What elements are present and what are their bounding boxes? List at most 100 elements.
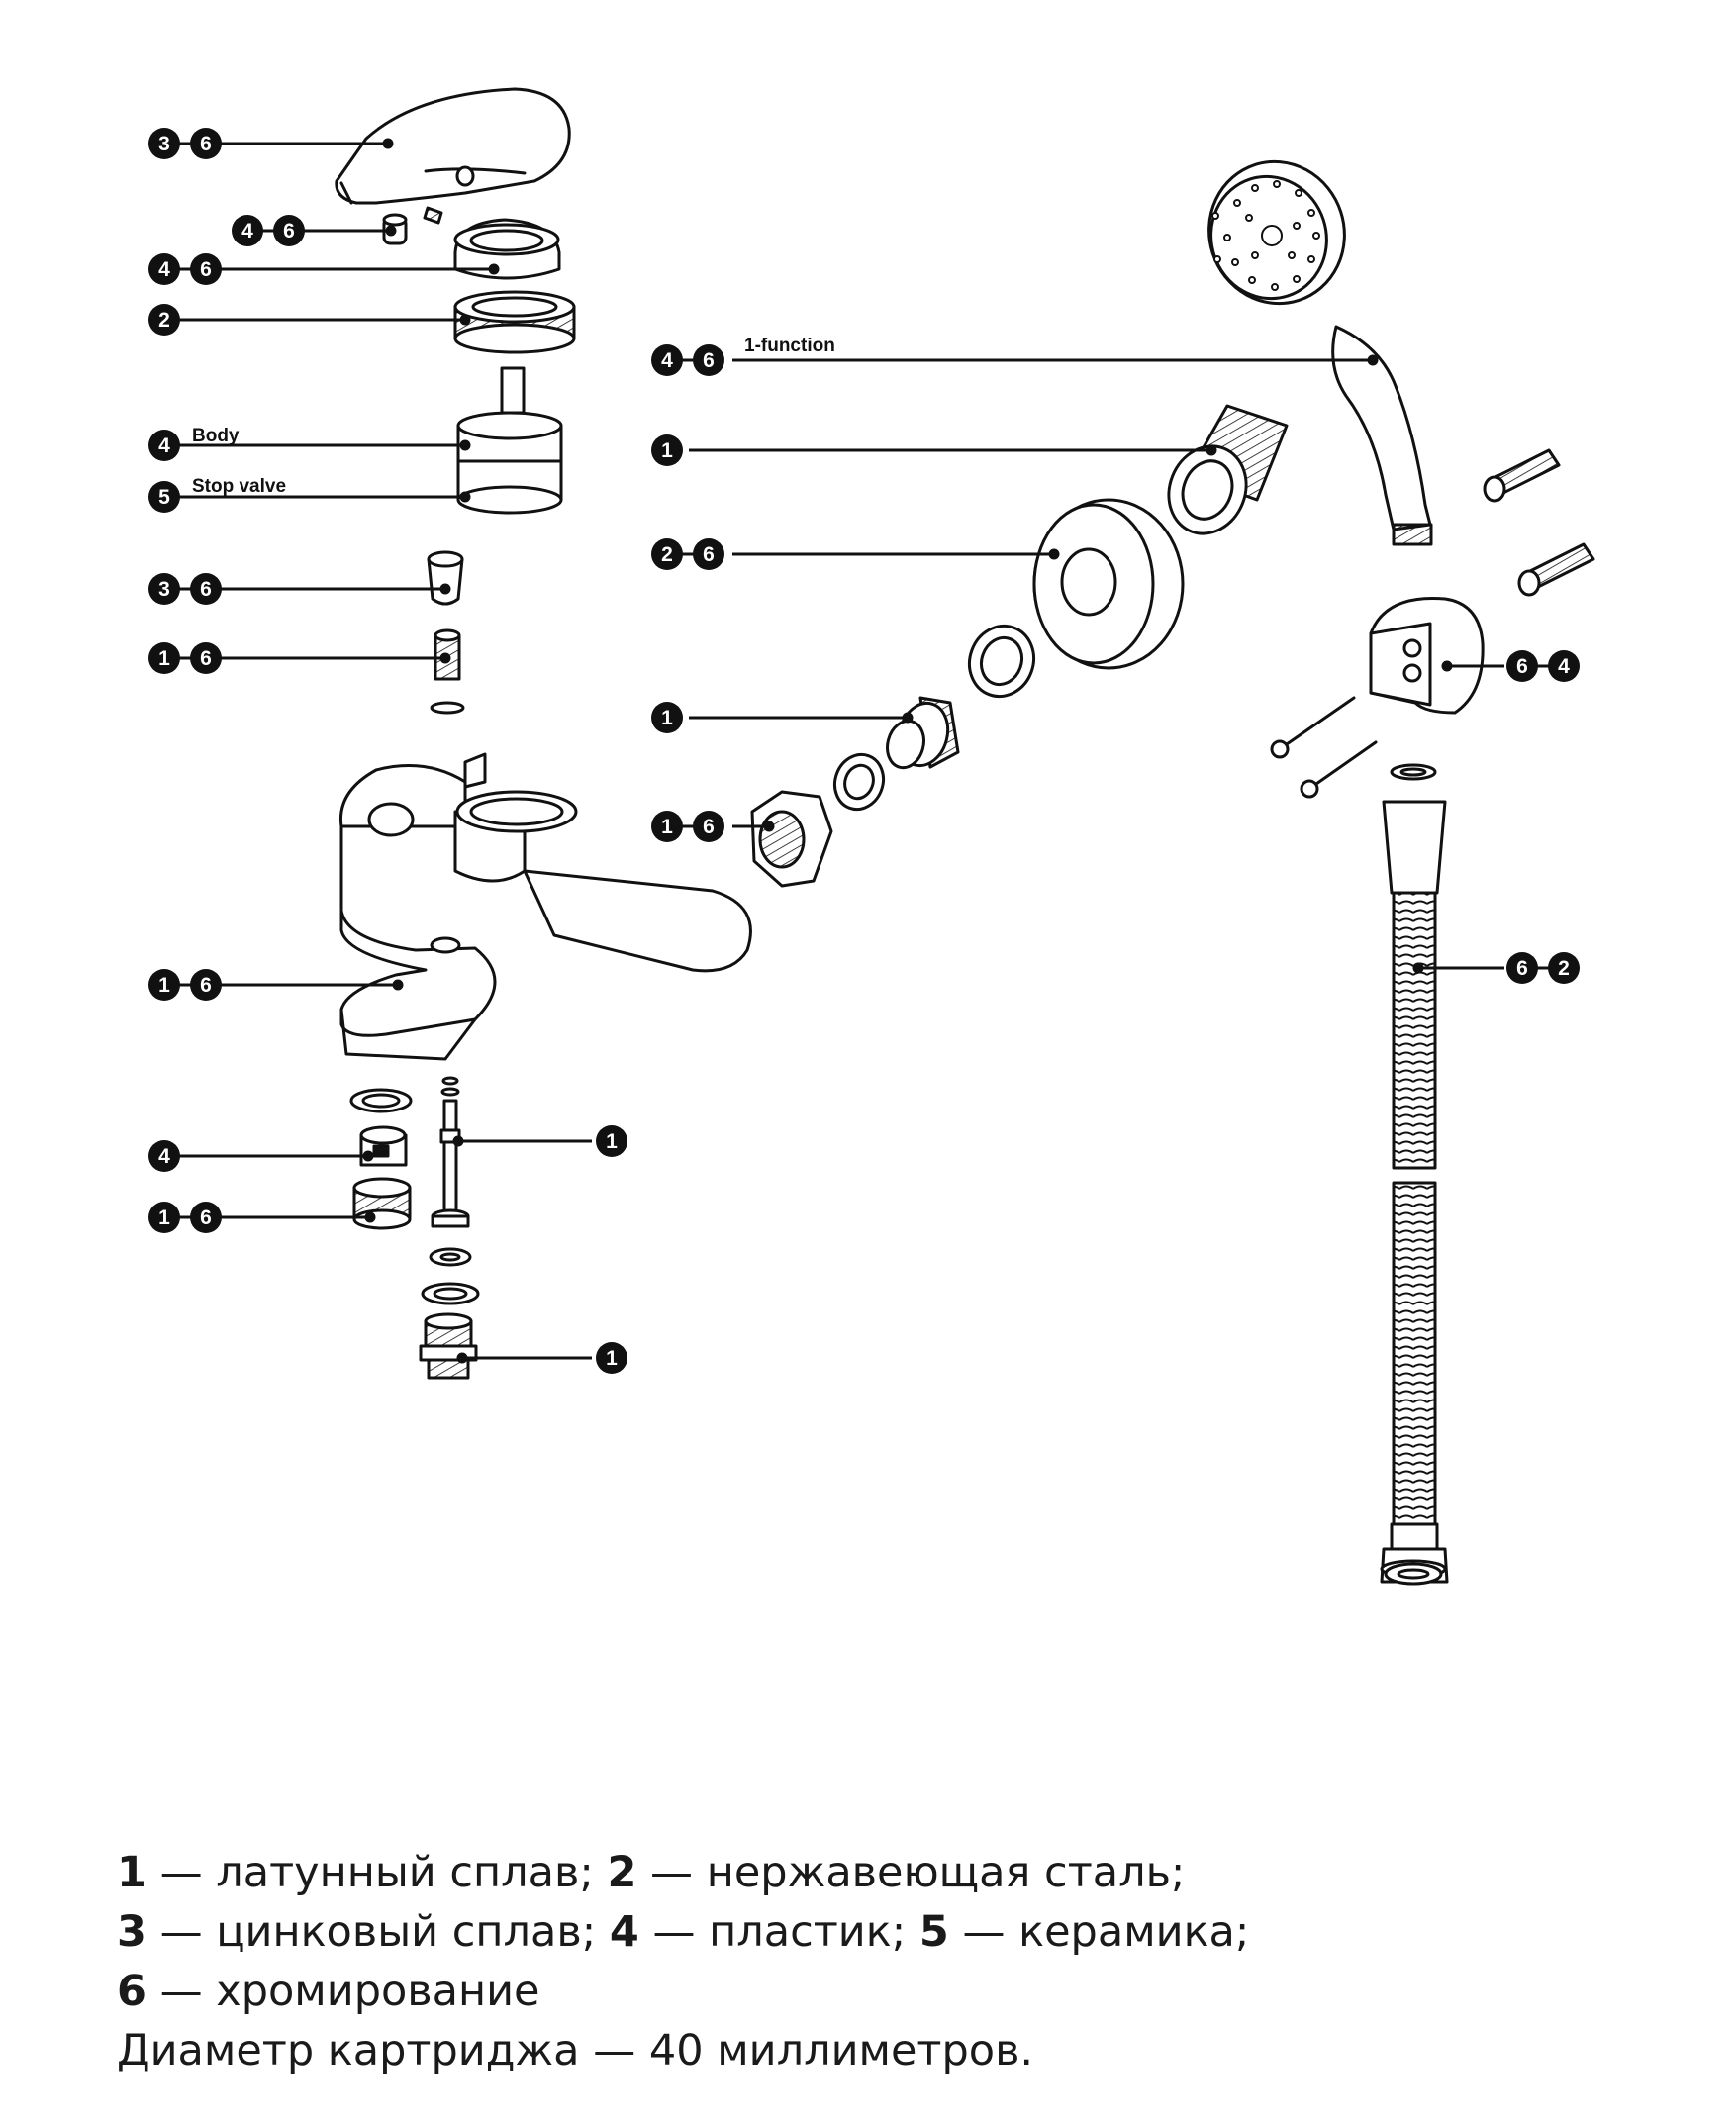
seal-rings <box>421 1247 480 1305</box>
badge-number: 6 <box>1516 957 1528 980</box>
badge-circle <box>651 811 683 842</box>
legend-text: — керамика; <box>948 1907 1250 1957</box>
badge-circle <box>190 573 222 605</box>
badge-circle <box>148 430 180 461</box>
badge-number: 2 <box>661 543 673 566</box>
wall-screw-2 <box>1300 740 1378 799</box>
badge-circle <box>1506 650 1538 682</box>
mixer-body-part <box>338 752 752 1061</box>
label-one-function: 1-function <box>744 336 835 356</box>
flat-washer-2 <box>832 752 886 812</box>
badge-number: 6 <box>283 220 295 242</box>
badge-circle <box>651 344 683 376</box>
legend-text: — хромирование <box>145 1967 540 2016</box>
callout-aerator-insert: 4 <box>148 1140 180 1172</box>
callout-bottom-nipple: 1 <box>596 1342 627 1374</box>
flat-washer-1 <box>968 624 1035 699</box>
callout-cartridge-stop-valve: 5 <box>148 481 180 513</box>
badge-circle <box>148 253 180 285</box>
badge-number: 1 <box>661 439 673 462</box>
badge-number: 1 <box>661 816 673 838</box>
legend-text: — латунный сплав; <box>145 1848 608 1897</box>
badge-number: 1 <box>661 707 673 729</box>
badge-number: 6 <box>703 816 715 838</box>
gasket-ring-1 <box>349 1088 413 1113</box>
badge-number: 6 <box>200 1207 212 1229</box>
bottom-nipple-part <box>419 1312 478 1380</box>
callout-diverter-stem: 1 <box>596 1125 627 1157</box>
legend-line-3: 6 — хромирование <box>117 1962 1661 2021</box>
wall-flange-part <box>1032 498 1185 670</box>
label-body: Body <box>192 426 240 446</box>
badge-circle <box>190 1202 222 1233</box>
legend-num: 3 <box>117 1907 146 1957</box>
badge-number: 6 <box>703 543 715 566</box>
callout-eccentric-fitting: 1 <box>651 434 683 466</box>
badge-number: 2 <box>1558 957 1570 980</box>
badge-circle <box>148 128 180 159</box>
wall-screw-1 <box>1270 696 1356 759</box>
knob-cap-part <box>427 550 464 606</box>
label-stop-valve: Stop valve <box>192 476 286 497</box>
diverter-stem-part <box>431 1076 470 1228</box>
badge-circle <box>190 253 222 285</box>
badge-number: 6 <box>703 349 715 372</box>
dome-cover-part <box>453 218 561 280</box>
badge-circle <box>148 481 180 513</box>
badge-circle <box>148 573 180 605</box>
badge-circle <box>651 434 683 466</box>
callout-inlet-connector: 1 <box>651 702 683 733</box>
shower-head-nozzles <box>1211 180 1320 291</box>
badge-number: 4 <box>158 1145 170 1168</box>
legend-line-1: 1 — латунный сплав; 2 — нержавеющая стал… <box>117 1843 1661 1902</box>
badge-number: 6 <box>1516 655 1528 678</box>
badge-circle <box>596 1125 627 1157</box>
lever-handle-part <box>335 87 571 205</box>
shower-holder-part <box>1369 596 1485 715</box>
badge-number: 6 <box>200 258 212 281</box>
badge-number: 4 <box>241 220 253 242</box>
small-nipple-part <box>430 628 465 715</box>
badge-number: 4 <box>158 434 170 457</box>
badge-circle <box>273 215 305 246</box>
badge-number: 4 <box>1558 655 1570 678</box>
badge-circle <box>232 215 263 246</box>
legend-text: — нержавеющая сталь; <box>636 1848 1186 1897</box>
inlet-connector-part <box>886 696 960 770</box>
set-screw-part <box>382 206 443 245</box>
badge-number: 2 <box>158 309 170 332</box>
wall-plug-2 <box>1517 542 1595 597</box>
badge-number: 4 <box>158 258 170 281</box>
badge-number: 1 <box>158 974 170 997</box>
badge-number: 6 <box>200 647 212 670</box>
legend-num: 5 <box>918 1907 949 1957</box>
cartridge-part <box>456 366 563 515</box>
badge-number: 1 <box>158 1207 170 1229</box>
union-nut-part <box>750 790 833 888</box>
eccentric-fitting-part <box>1167 404 1289 535</box>
badge-number: 6 <box>200 133 212 155</box>
legend-num: 2 <box>607 1848 637 1897</box>
wall-plug-1 <box>1483 448 1561 503</box>
badge-number: 5 <box>158 486 170 509</box>
legend-text: — цинковый сплав; <box>145 1907 610 1957</box>
legend-line-2: 3 — цинковый сплав; 4 — пластик; 5 — кер… <box>117 1902 1661 1962</box>
legend-num: 1 <box>117 1848 146 1897</box>
badge-circle <box>693 538 724 570</box>
legend-text: — пластик; <box>638 1907 919 1957</box>
legend-num: 6 <box>117 1967 146 2016</box>
badge-number: 3 <box>158 133 170 155</box>
callout-cartridge-body: 4 <box>148 430 180 461</box>
badge-number: 6 <box>200 974 212 997</box>
badge-circle <box>190 642 222 674</box>
